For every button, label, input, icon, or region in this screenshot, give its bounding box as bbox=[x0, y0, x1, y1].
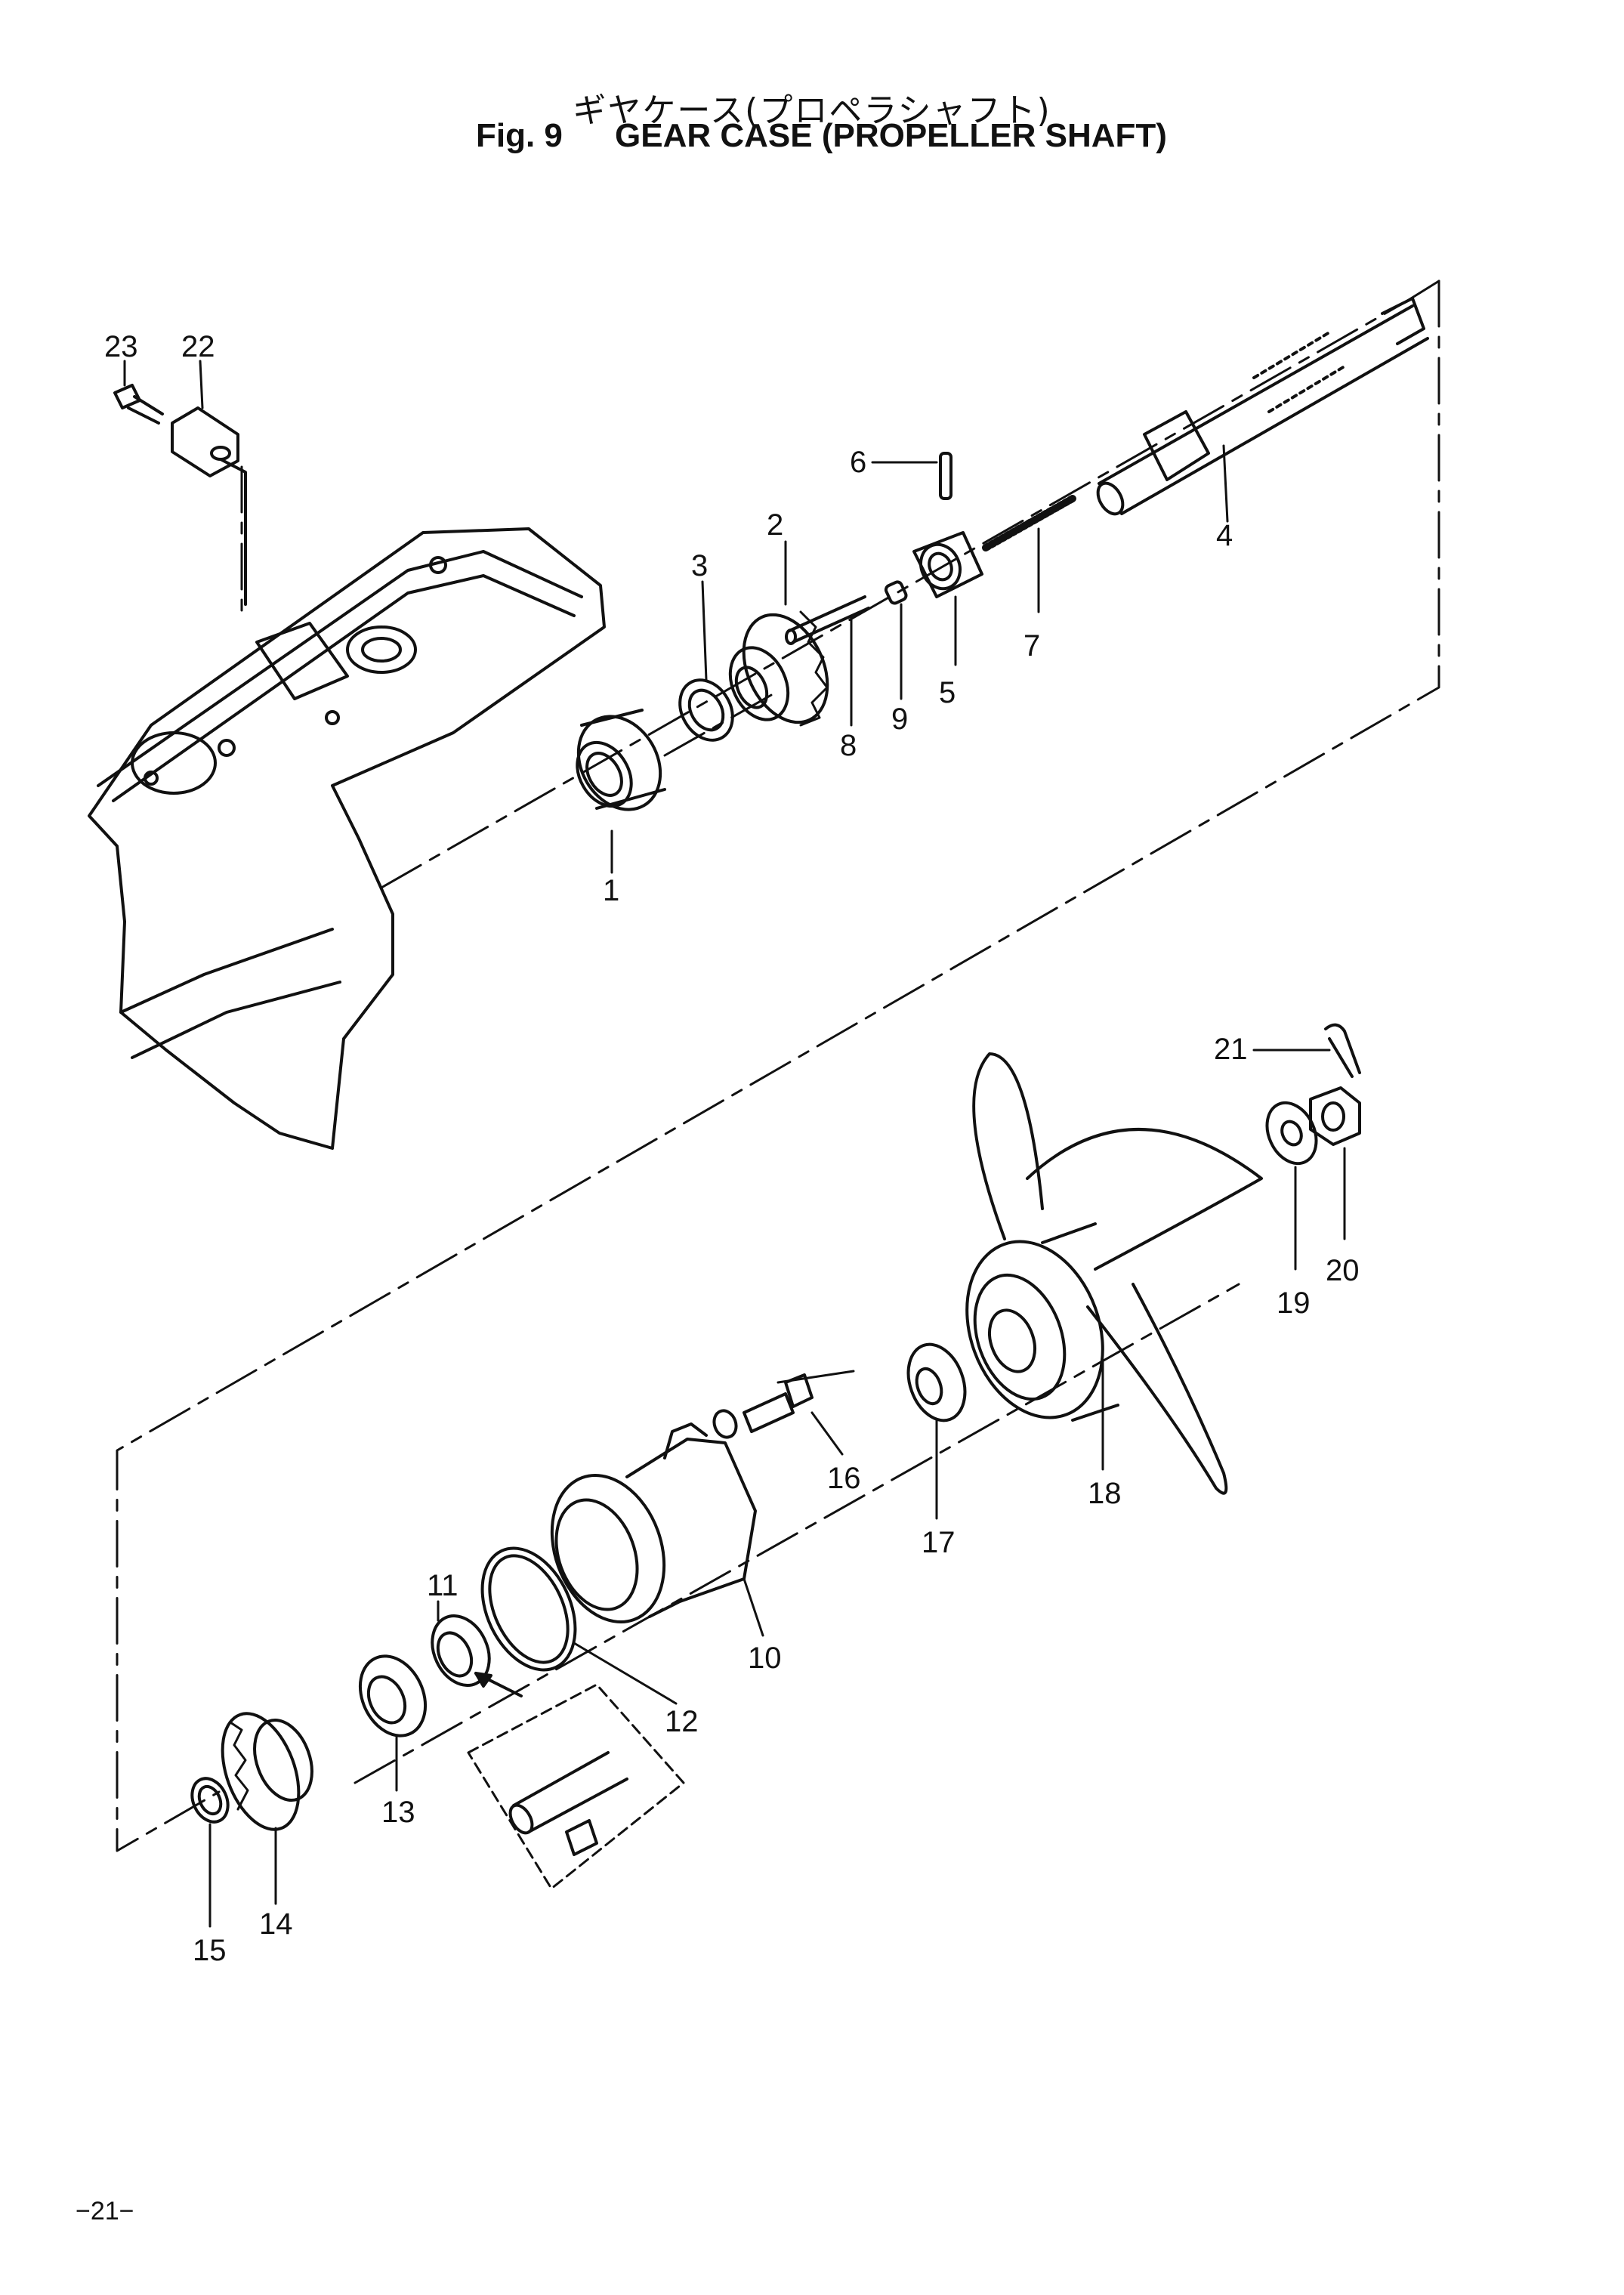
callout-23: 23 bbox=[104, 330, 138, 363]
callout-20: 20 bbox=[1326, 1254, 1360, 1287]
callout-21: 21 bbox=[1214, 1033, 1248, 1066]
callout-18: 18 bbox=[1088, 1477, 1122, 1510]
callout-3: 3 bbox=[691, 549, 708, 582]
bolt-23 bbox=[113, 384, 164, 425]
forward-gear-2 bbox=[728, 610, 829, 727]
callout-2: 2 bbox=[767, 508, 783, 542]
bearing-housing-10 bbox=[550, 1422, 757, 1623]
cotter-pin-21 bbox=[1324, 1023, 1361, 1078]
callout-8: 8 bbox=[840, 729, 857, 762]
thrust-washer-3 bbox=[678, 678, 734, 742]
page-number: −21− bbox=[76, 2197, 134, 2226]
tool-detail-parts bbox=[474, 1672, 628, 1856]
bearing-13 bbox=[358, 1654, 428, 1737]
bolt-16 bbox=[712, 1373, 814, 1439]
figure-number: Fig. 9 bbox=[476, 117, 563, 154]
callout-1: 1 bbox=[603, 874, 619, 907]
pin-8 bbox=[785, 595, 870, 645]
clutch-dog-5 bbox=[912, 531, 983, 598]
callout-16: 16 bbox=[827, 1462, 861, 1495]
thrust-washer-15 bbox=[190, 1777, 230, 1824]
title-english: GEAR CASE (PROPELLER SHAFT) bbox=[615, 117, 1167, 154]
callout-10: 10 bbox=[748, 1642, 782, 1675]
leader-lines bbox=[123, 360, 1346, 1928]
propeller-18 bbox=[965, 1052, 1263, 1495]
pin-9 bbox=[884, 580, 908, 605]
callout-13: 13 bbox=[381, 1796, 415, 1829]
callout-22: 22 bbox=[181, 330, 215, 363]
spring-7 bbox=[982, 495, 1076, 551]
callout-9: 9 bbox=[891, 703, 908, 736]
propeller-shaft-4 bbox=[1096, 297, 1429, 516]
callout-12: 12 bbox=[665, 1705, 699, 1738]
callout-11: 11 bbox=[427, 1569, 458, 1602]
anode-block-22 bbox=[171, 406, 247, 606]
reverse-gear-14 bbox=[221, 1712, 313, 1831]
gear-case-housing bbox=[88, 527, 606, 1150]
callout-15: 15 bbox=[193, 1934, 227, 1967]
callout-labels: 23 22 2 3 6 4 7 5 9 8 1 21 20 19 16 18 1… bbox=[104, 330, 1360, 1967]
callout-6: 6 bbox=[850, 446, 866, 479]
title-japanese: ギヤケース(プロペラシャフト) bbox=[573, 91, 1051, 130]
cross-pin-6 bbox=[939, 452, 952, 500]
callout-4: 4 bbox=[1216, 519, 1233, 552]
oil-seal-11 bbox=[431, 1614, 491, 1687]
callout-14: 14 bbox=[259, 1907, 293, 1941]
callout-5: 5 bbox=[939, 676, 956, 709]
o-ring-12 bbox=[480, 1546, 577, 1672]
washer-19 bbox=[1265, 1101, 1318, 1166]
tool-detail-box bbox=[467, 1683, 685, 1890]
callout-19: 19 bbox=[1277, 1286, 1311, 1320]
castle-nut-20 bbox=[1309, 1086, 1361, 1146]
callout-7: 7 bbox=[1023, 629, 1040, 663]
bearing-1 bbox=[576, 709, 666, 811]
thrust-holder-17 bbox=[906, 1342, 967, 1422]
callout-17: 17 bbox=[922, 1526, 956, 1559]
